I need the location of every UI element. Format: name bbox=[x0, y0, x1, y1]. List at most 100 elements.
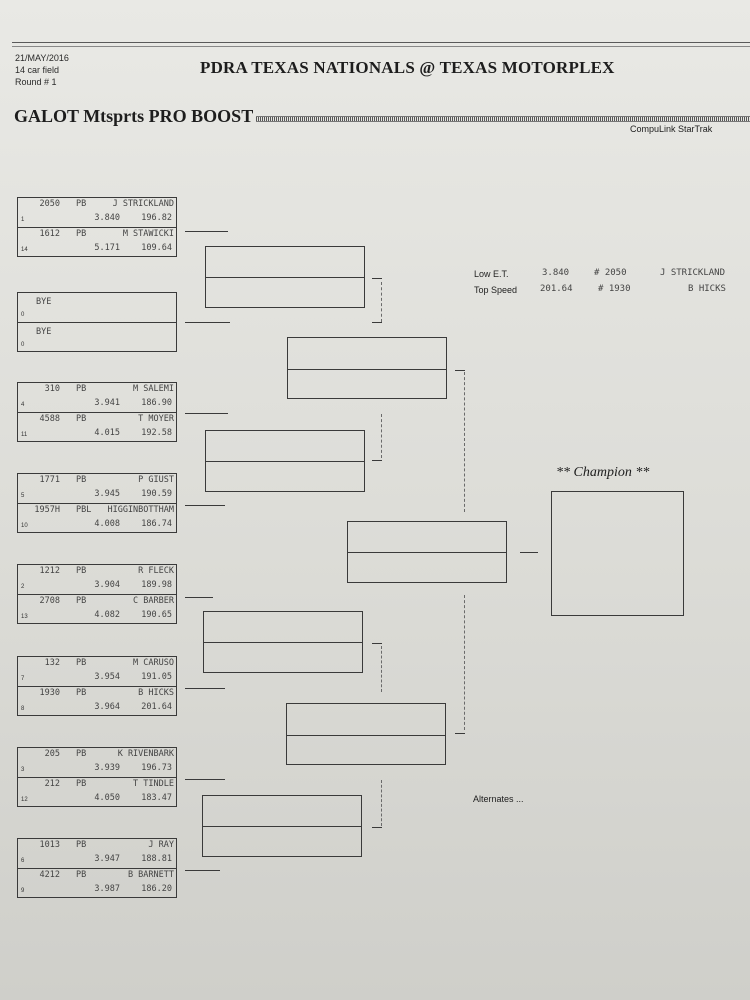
connector bbox=[372, 643, 382, 644]
speed-mph: 186.74 bbox=[141, 519, 172, 529]
connector-dash bbox=[464, 372, 465, 512]
speed-mph: 188.81 bbox=[141, 854, 172, 864]
elapsed-time: 3.945 bbox=[94, 489, 120, 499]
driver-name: C BARBER bbox=[133, 596, 174, 606]
low-et-label: Low E.T. bbox=[474, 269, 509, 279]
speed-mph: 190.65 bbox=[141, 610, 172, 620]
car-number: 2050 bbox=[39, 199, 60, 209]
elapsed-time: 4.082 bbox=[94, 610, 120, 620]
car-number: 310 bbox=[44, 384, 60, 394]
top-speed-value: 201.64 bbox=[540, 284, 573, 294]
class-code: PB bbox=[76, 414, 87, 424]
car-number: 1612 bbox=[39, 229, 60, 239]
seed-number: 11 bbox=[21, 432, 28, 438]
elapsed-time: 3.954 bbox=[94, 672, 120, 682]
semifinal-box-1 bbox=[287, 337, 447, 399]
seed-number: 0 bbox=[21, 342, 25, 348]
elapsed-time: 4.015 bbox=[94, 428, 120, 438]
field-size: 14 car field bbox=[15, 65, 60, 75]
class-code: PB bbox=[76, 199, 87, 209]
low-et-car: # 2050 bbox=[594, 268, 627, 278]
speed-mph: 189.98 bbox=[141, 580, 172, 590]
seed-number: 1 bbox=[21, 217, 25, 223]
class-code: PB bbox=[76, 688, 87, 698]
car-number: 1013 bbox=[39, 840, 60, 850]
car-number: 2708 bbox=[39, 596, 60, 606]
speed-mph: 190.59 bbox=[141, 489, 172, 499]
driver-name: K RIVENBARK bbox=[117, 749, 174, 759]
car-number: 1957H bbox=[34, 505, 60, 515]
speed-mph: 196.73 bbox=[141, 763, 172, 773]
driver-name: B BARNETT bbox=[127, 870, 174, 880]
class-code: PB bbox=[76, 779, 87, 789]
class-code: PB bbox=[76, 658, 87, 668]
connector bbox=[185, 505, 225, 506]
car-number: 4212 bbox=[39, 870, 60, 880]
class-code: PB bbox=[76, 870, 87, 880]
elapsed-time: 3.939 bbox=[94, 763, 120, 773]
driver-name: HIGGINBOTTHAM bbox=[107, 505, 174, 515]
class-code: PB bbox=[76, 566, 87, 576]
elapsed-time: 3.947 bbox=[94, 854, 120, 864]
connector bbox=[185, 413, 228, 414]
car-number: 1771 bbox=[39, 475, 60, 485]
connector-dash bbox=[464, 595, 465, 730]
connector bbox=[185, 779, 225, 780]
low-et-value: 3.840 bbox=[542, 268, 570, 278]
connector bbox=[372, 322, 382, 323]
seed-number: 14 bbox=[21, 247, 28, 253]
driver-name: J RAY bbox=[148, 840, 174, 850]
driver-name: M STAWICKI bbox=[122, 229, 174, 239]
car-number: 212 bbox=[44, 779, 60, 789]
speed-mph: 201.64 bbox=[141, 702, 172, 712]
connector bbox=[185, 870, 220, 871]
round2-box-1 bbox=[205, 246, 365, 308]
final-box bbox=[347, 521, 507, 583]
top-speed-car: # 1930 bbox=[598, 284, 631, 294]
round-number: Round # 1 bbox=[15, 77, 57, 87]
class-code: PB bbox=[76, 475, 87, 485]
seed-number: 9 bbox=[21, 888, 25, 894]
class-title: GALOT Mtsprts PRO BOOST bbox=[14, 106, 254, 126]
seed-number: 5 bbox=[21, 493, 25, 499]
top-rule-thin bbox=[12, 46, 750, 47]
connector bbox=[185, 231, 228, 232]
class-code: PB bbox=[76, 596, 87, 606]
connector bbox=[455, 370, 465, 371]
car-number: 4588 bbox=[39, 414, 60, 424]
connector-dash bbox=[381, 780, 382, 826]
speed-mph: 196.82 bbox=[141, 213, 172, 223]
low-et-row: Low E.T. 3.840 # 2050 J STRICKLAND bbox=[474, 266, 744, 282]
connector-dash bbox=[381, 414, 382, 458]
driver-name: T TINDLE bbox=[133, 779, 174, 789]
champion-label: ** Champion ** bbox=[556, 465, 650, 480]
report-date: 21/MAY/2016 bbox=[15, 53, 69, 63]
elapsed-time: 3.941 bbox=[94, 398, 120, 408]
car-number: 1930 bbox=[39, 688, 60, 698]
connector bbox=[520, 552, 538, 553]
connector bbox=[185, 688, 225, 689]
class-code: PBL bbox=[76, 505, 92, 515]
driver-name: R FLECK bbox=[138, 566, 174, 576]
top-speed-row: Top Speed 201.64 # 1930 B HICKS bbox=[474, 282, 744, 298]
low-et-driver: J STRICKLAND bbox=[660, 268, 726, 278]
connector bbox=[185, 322, 230, 323]
car-number: 132 bbox=[44, 658, 60, 668]
speed-mph: 186.20 bbox=[141, 884, 172, 894]
semifinal-box-2 bbox=[286, 703, 446, 765]
